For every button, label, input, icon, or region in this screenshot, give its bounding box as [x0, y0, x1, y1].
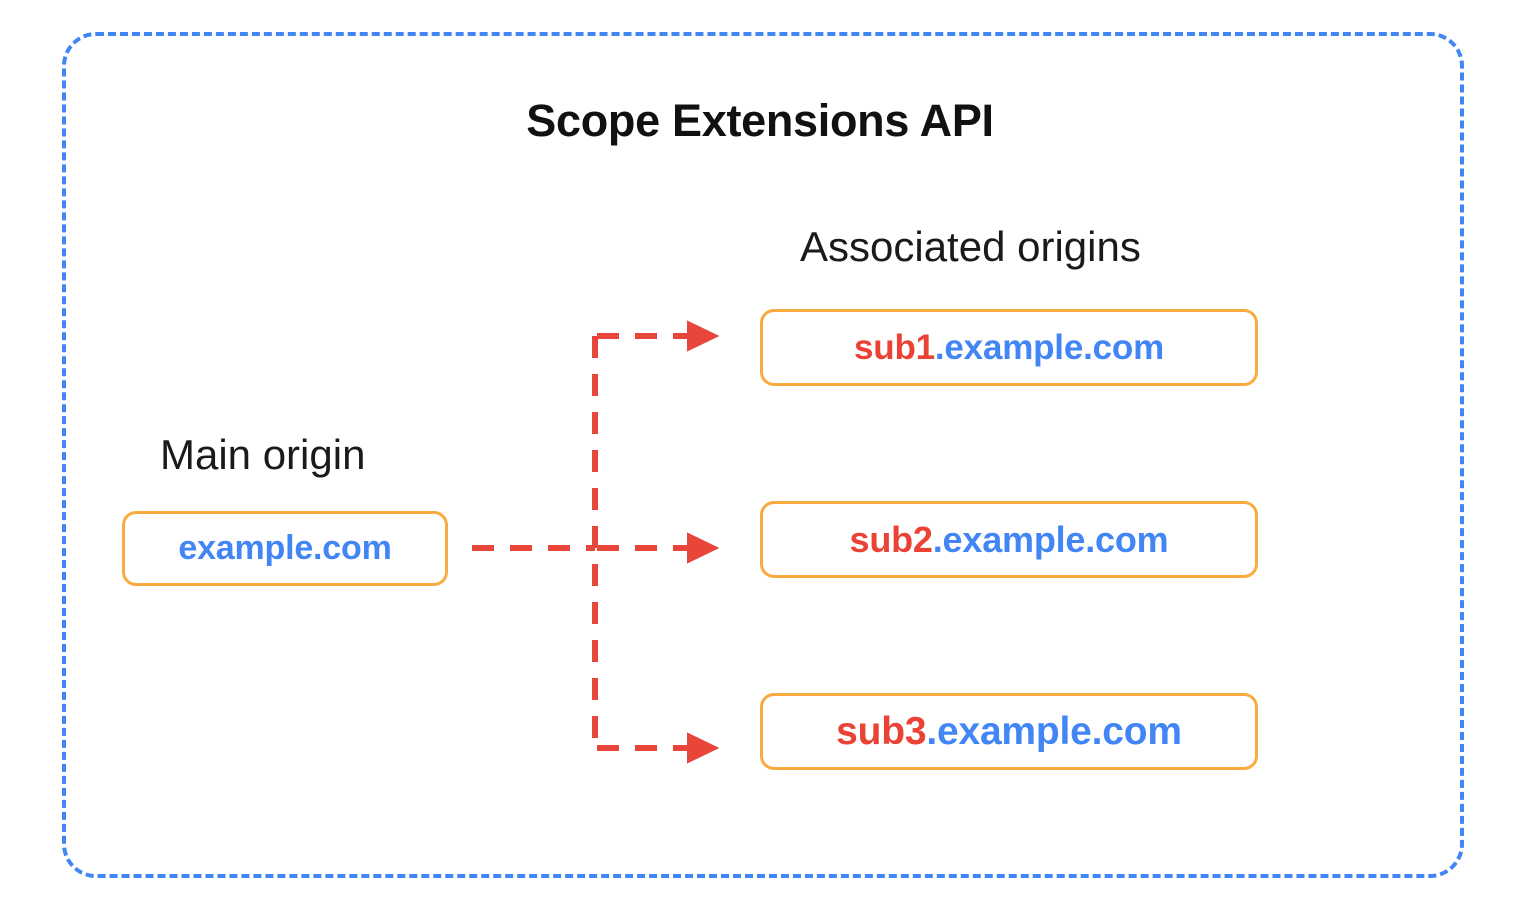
origin-domain-text: example.com — [178, 529, 392, 567]
main-origin-label: Main origin — [160, 431, 366, 478]
origin-subdomain-text: sub2 — [849, 518, 933, 560]
origin-domain-text: .example.com — [926, 709, 1182, 753]
origin-box-sub2[interactable]: sub2.example.com — [760, 501, 1258, 578]
associated-origins-label: Associated origins — [800, 223, 1141, 270]
origin-subdomain-text: sub1 — [854, 327, 935, 367]
scope-extensions-frame — [62, 32, 1464, 878]
origin-domain-text: .example.com — [932, 518, 1169, 560]
page-title: Scope Extensions API — [526, 95, 994, 146]
origin-box-main[interactable]: example.com — [122, 511, 448, 586]
origin-box-sub3[interactable]: sub3.example.com — [760, 693, 1258, 770]
origin-domain-text: .example.com — [934, 327, 1164, 367]
origin-box-sub1[interactable]: sub1.example.com — [760, 309, 1258, 386]
origin-subdomain-text: sub3 — [836, 709, 927, 753]
